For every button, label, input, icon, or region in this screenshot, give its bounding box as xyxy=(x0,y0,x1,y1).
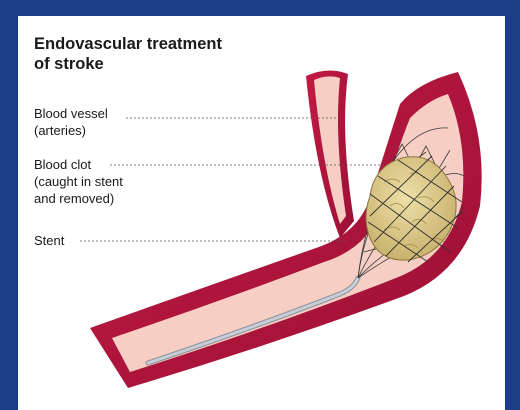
vessel-illustration xyxy=(18,16,505,410)
label-blood-clot-line-1: Blood clot xyxy=(34,157,91,172)
label-blood-clot: Blood clot (caught in stent and removed) xyxy=(34,156,123,207)
label-stent-line-1: Stent xyxy=(34,233,64,248)
title-line-2: of stroke xyxy=(34,55,104,73)
label-blood-vessel: Blood vessel (arteries) xyxy=(34,105,108,139)
diagram-title: Endovascular treatment of stroke xyxy=(34,34,264,74)
diagram-panel: Endovascular treatment of stroke Blood v… xyxy=(18,16,505,410)
title-line-1: Endovascular treatment xyxy=(34,35,222,53)
label-blood-vessel-line-2: (arteries) xyxy=(34,123,86,138)
branch-artery xyxy=(306,70,354,238)
label-blood-clot-line-2: (caught in stent xyxy=(34,174,123,189)
label-blood-vessel-line-1: Blood vessel xyxy=(34,106,108,121)
label-blood-clot-line-3: and removed) xyxy=(34,191,114,206)
label-stent: Stent xyxy=(34,232,64,249)
